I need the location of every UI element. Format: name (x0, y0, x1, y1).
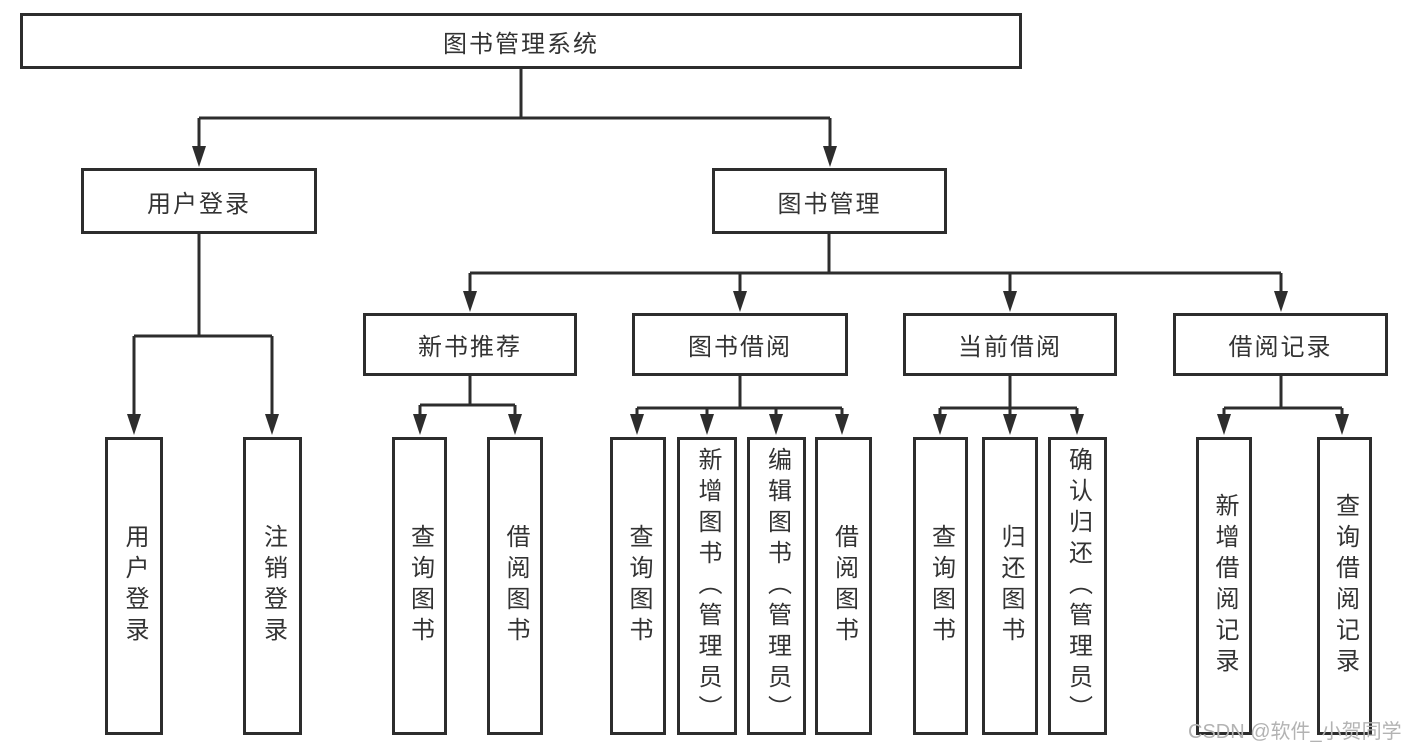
leaf-query-books-recommend-label: 查询图书 (406, 524, 434, 648)
arrowheads (127, 146, 1349, 435)
leaf-query-books-current: 查询图书 (913, 437, 968, 735)
leaf-query-books-borrowing: 查询图书 (610, 437, 666, 735)
node-book-borrowing: 图书借阅 (632, 313, 848, 376)
node-book-management: 图书管理 (712, 168, 947, 234)
node-user-login: 用户登录 (81, 168, 317, 234)
leaf-query-books-borrowing-label: 查询图书 (625, 524, 652, 648)
node-current-borrowing: 当前借阅 (903, 313, 1117, 376)
node-root-label: 图书管理系统 (443, 30, 599, 58)
leaf-add-book-admin: 新增图书（管理员） (677, 437, 737, 735)
leaf-return-books-label: 归还图书 (997, 524, 1024, 648)
leaf-borrow-books-recommend-label: 借阅图书 (502, 524, 529, 648)
leaf-query-borrow-record-label: 查询借阅记录 (1331, 493, 1359, 679)
leaf-query-books-recommend: 查询图书 (392, 437, 447, 735)
node-current-borrowing-label: 当前借阅 (958, 334, 1062, 361)
leaf-confirm-return-admin: 确认归还（管理员） (1048, 437, 1107, 735)
leaf-user-login: 用户登录 (105, 437, 163, 735)
node-book-borrowing-label: 图书借阅 (688, 334, 792, 361)
leaf-query-books-current-label: 查询图书 (927, 524, 955, 648)
leaf-edit-book-admin-label: 编辑图书（管理员） (763, 446, 791, 726)
leaf-borrow-books-recommend: 借阅图书 (487, 437, 543, 735)
node-user-login-label: 用户登录 (147, 190, 251, 218)
leaf-query-borrow-record: 查询借阅记录 (1317, 437, 1372, 735)
node-borrowing-records: 借阅记录 (1173, 313, 1388, 376)
node-borrowing-records-label: 借阅记录 (1228, 334, 1333, 361)
node-book-management-label: 图书管理 (777, 190, 882, 218)
leaf-add-book-admin-label: 新增图书（管理员） (694, 446, 721, 726)
leaf-add-borrow-record-label: 新增借阅记录 (1211, 493, 1238, 679)
node-new-book-recommend: 新书推荐 (363, 313, 577, 376)
node-root: 图书管理系统 (20, 13, 1022, 69)
leaf-confirm-return-admin-label: 确认归还（管理员） (1064, 446, 1092, 726)
leaf-logout-login: 注销登录 (243, 437, 302, 735)
leaf-add-borrow-record: 新增借阅记录 (1196, 437, 1252, 735)
leaf-return-books: 归还图书 (982, 437, 1038, 735)
node-new-book-recommend-label: 新书推荐 (418, 334, 522, 361)
leaf-borrow-books-borrowing: 借阅图书 (815, 437, 872, 735)
leaf-logout-login-label: 注销登录 (259, 524, 287, 648)
csdn-watermark: CSDN @软件_小贺同学 (1188, 721, 1402, 743)
leaf-borrow-books-borrowing-label: 借阅图书 (830, 524, 858, 648)
leaf-edit-book-admin: 编辑图书（管理员） (747, 437, 806, 735)
leaf-user-login-label: 用户登录 (121, 524, 148, 648)
